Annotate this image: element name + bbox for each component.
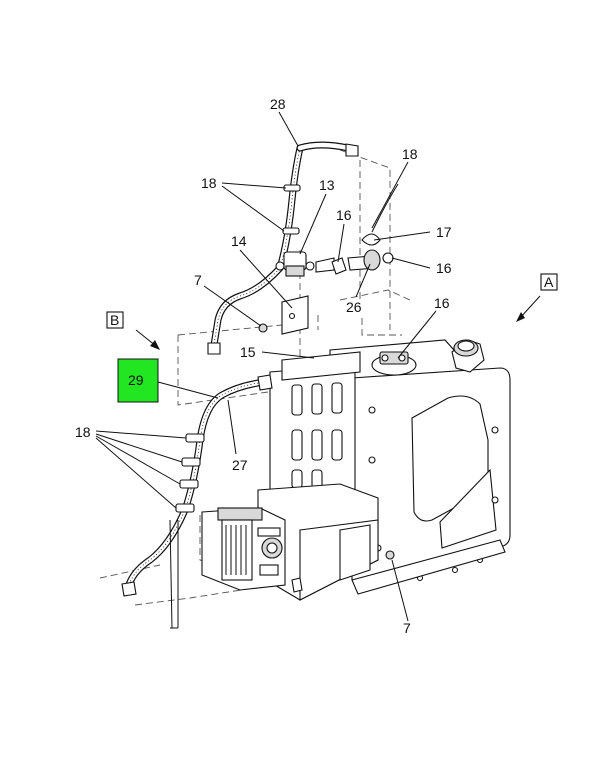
callout-18-top: 18	[402, 146, 418, 162]
callout-13: 13	[319, 177, 335, 193]
view-label-b: B	[106, 311, 124, 329]
view-label-b-text: B	[110, 312, 119, 328]
callout-27: 27	[232, 457, 248, 473]
solenoid-valve	[275, 251, 335, 277]
callout-7-bottom: 7	[403, 620, 411, 636]
pump-module	[201, 507, 303, 593]
callout-18-upper-left: 18	[201, 175, 217, 191]
hose-27	[121, 374, 273, 629]
valve-mount-bracket	[281, 295, 309, 335]
callout-16-b: 16	[436, 260, 452, 276]
plate-slots	[291, 382, 343, 489]
nut-7-bottom	[385, 550, 395, 560]
tank-bracket-assembly	[257, 339, 511, 601]
view-label-a-text: A	[544, 274, 554, 290]
hose-clamps-lower	[175, 433, 205, 513]
view-arrow-a	[516, 295, 541, 322]
callout-26: 26	[346, 299, 362, 315]
callout-29: 29	[128, 372, 144, 388]
hose-clamps-upper	[282, 184, 301, 235]
callout-18-left: 18	[75, 424, 91, 440]
callout-15: 15	[240, 344, 256, 360]
callout-17: 17	[436, 224, 452, 240]
pump-cooling-fins	[225, 525, 247, 575]
highlight-box[interactable]	[117, 358, 159, 403]
view-arrow-b	[135, 329, 160, 350]
callout-7-top: 7	[194, 272, 202, 288]
view-label-a: A	[540, 273, 558, 291]
callout-16-c: 16	[434, 295, 450, 311]
leader-lines	[95, 111, 437, 622]
callout-16-a: 16	[336, 207, 352, 223]
callout-14: 14	[231, 233, 247, 249]
callouts: 28 18 18 13 16 17 16 14 7 26 16 15 27 18…	[75, 96, 452, 636]
fitting-assembly	[331, 183, 399, 275]
callout-28: 28	[270, 96, 286, 112]
filler-neck	[451, 339, 485, 373]
callout-29-highlight[interactable]: 29	[117, 358, 159, 403]
